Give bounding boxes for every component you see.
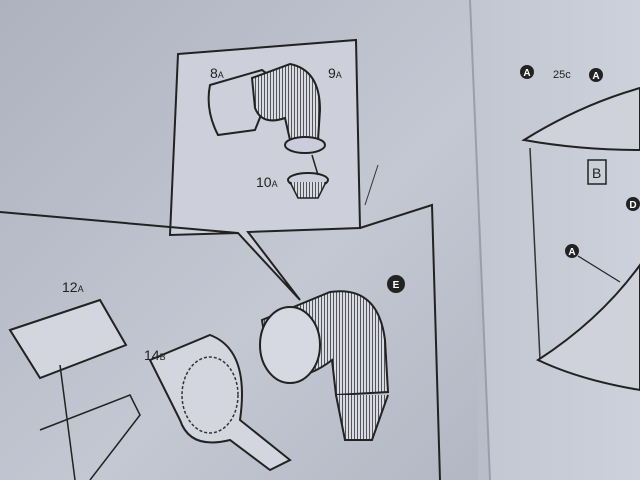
label-25c: 25c bbox=[553, 69, 571, 81]
step-box-b bbox=[587, 159, 607, 185]
marker-e-icon bbox=[387, 275, 405, 293]
canopy-section bbox=[521, 86, 640, 152]
marker-a-3: A bbox=[568, 247, 575, 258]
label-12: 12A bbox=[62, 279, 84, 295]
part-12-plate bbox=[8, 298, 128, 380]
page-fold bbox=[469, 0, 491, 480]
label-14: 14B bbox=[144, 347, 166, 363]
marker-a-2: A bbox=[592, 71, 599, 82]
label-8: 8A bbox=[210, 65, 224, 81]
step-box-label: B bbox=[592, 165, 601, 181]
marker-e: E bbox=[393, 280, 400, 291]
part-14-bulkhead bbox=[148, 333, 292, 472]
marker-d: D bbox=[629, 200, 636, 211]
marker-a-1: A bbox=[523, 68, 530, 79]
label-10: 10A bbox=[256, 174, 278, 190]
label-9: 9A bbox=[328, 65, 342, 81]
